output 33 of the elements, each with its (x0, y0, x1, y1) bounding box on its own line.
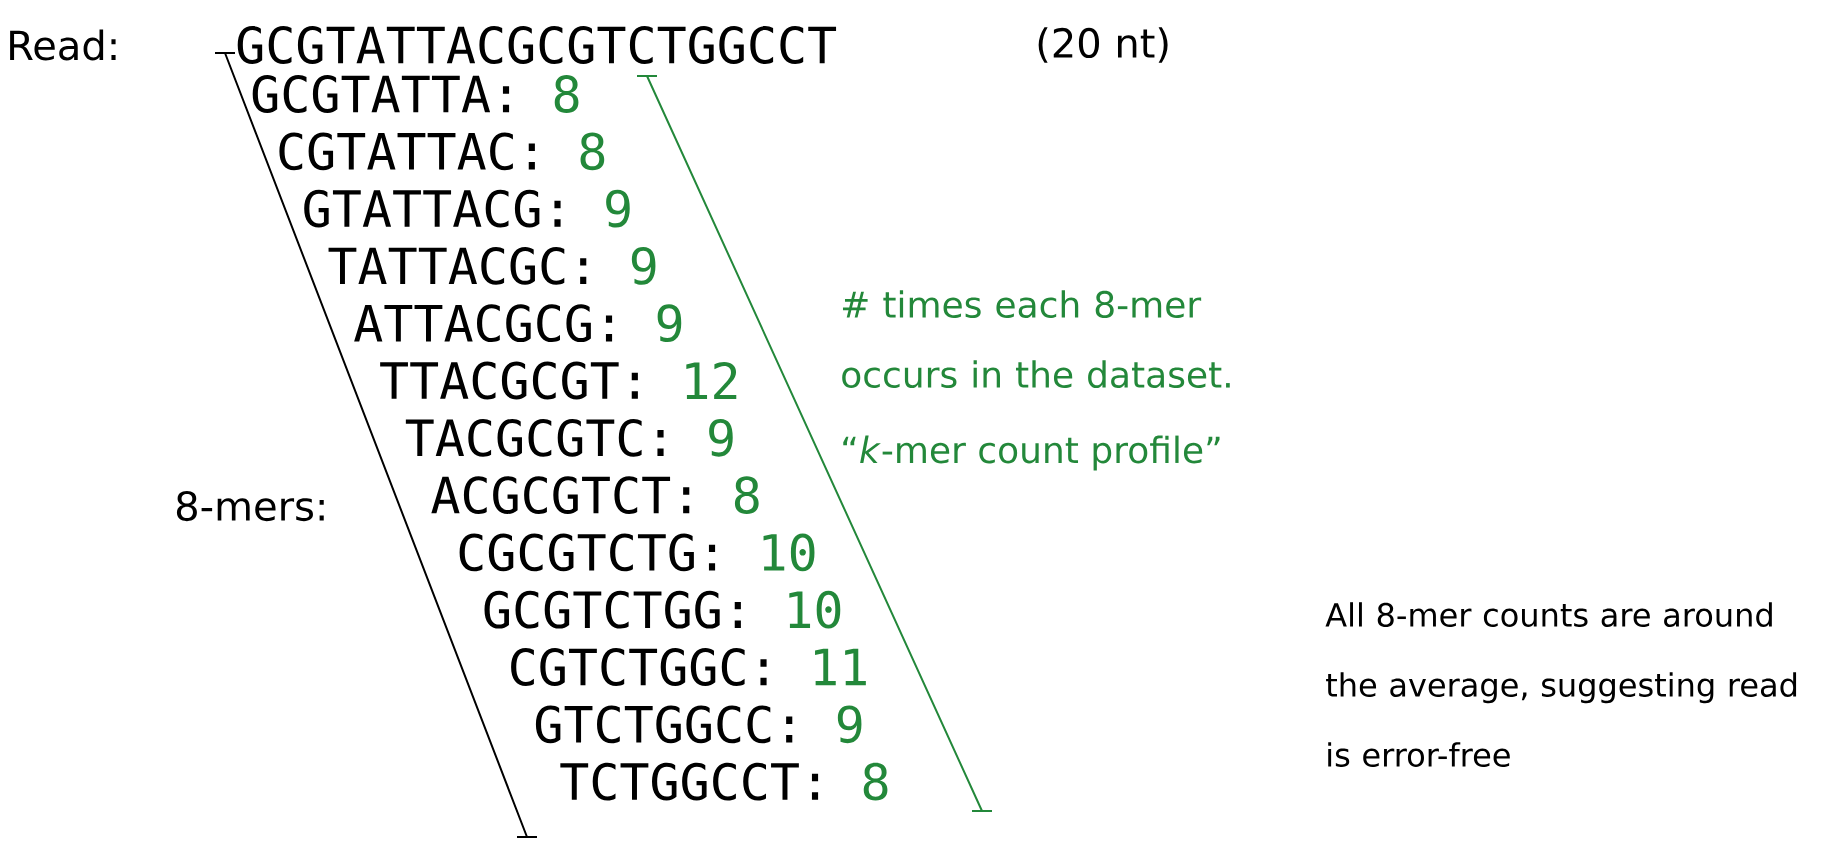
kmer-text: GTATTACG: (304, 189, 561, 228)
kmer-text: TCTGGCCT: (560, 762, 819, 801)
count-value: 11 (815, 648, 866, 686)
count-value: 9 (631, 247, 656, 285)
kmer-text: ACGCGTCT: (431, 476, 690, 514)
annotation-text: # times each 8-mer occurs in the dataset. (842, 290, 1230, 389)
kmer-text: GCGTCTGG: (484, 590, 741, 629)
row-label: Read: (10, 29, 116, 61)
kmer-text: GCGTATTA: (252, 75, 510, 113)
count-value: 8 (554, 75, 579, 113)
kmer-text: CGTATTAC: (279, 132, 535, 171)
row-label: 8-mers: (176, 490, 324, 522)
note-text: All 8-mer counts are around the average, suggesting read is error-free (1325, 602, 1797, 767)
kmer-text: CGTCTGGC: (511, 648, 767, 686)
count-value: 9 (709, 418, 733, 457)
kmer-text: GTCTGGCC: (535, 705, 793, 744)
annotation-text: “k-mer count profile” (843, 435, 1220, 471)
count-value: 12 (686, 361, 737, 400)
count-value: 10 (789, 590, 841, 629)
count-value: 9 (606, 189, 630, 228)
kmer-text: TATTACGC: (328, 247, 587, 285)
kmer-text: CGCGTCTG: (459, 533, 716, 572)
kmer-text: TTACGCGT: (380, 361, 638, 400)
length-note: (20 nt) (1038, 27, 1168, 63)
count-value: 10 (763, 533, 815, 572)
kmer-text: ATTACGCG: (354, 304, 613, 343)
count-value: 9 (837, 705, 862, 744)
count-value: 8 (863, 762, 888, 801)
count-value: 8 (734, 476, 759, 514)
count-value: 8 (580, 132, 605, 171)
kmer-text: TACGCGTC: (405, 418, 664, 457)
sequence-text: GCGTATTACGCGTCTGGCCT (237, 26, 837, 64)
count-value: 9 (657, 304, 682, 343)
